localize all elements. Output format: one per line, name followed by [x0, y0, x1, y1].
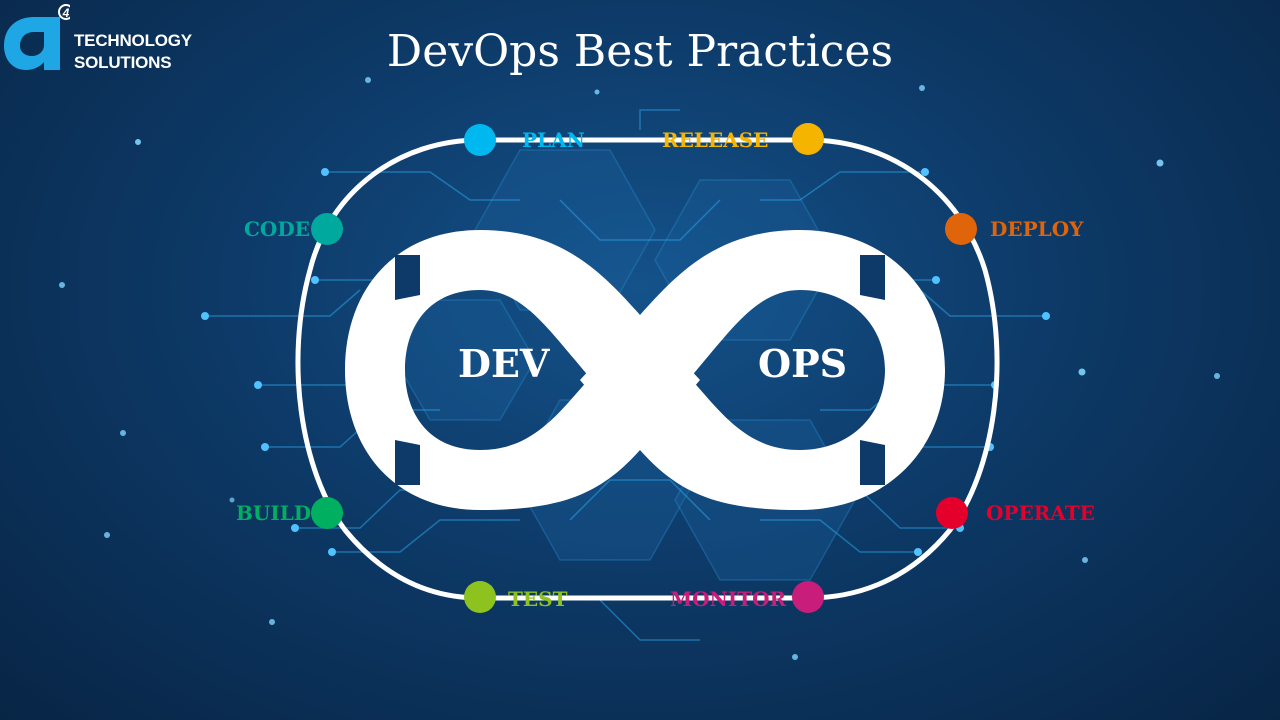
logo-mark-icon: 4 [4, 4, 70, 70]
operate-dot [936, 497, 968, 529]
ops-loop [580, 230, 945, 510]
stage-dots [311, 123, 977, 613]
logo-line-2: SOLUTIONS [74, 53, 172, 72]
deploy-dot [945, 213, 977, 245]
monitor-dot [792, 581, 824, 613]
stage-label-deploy: DEPLOY [990, 217, 1084, 241]
logo-badge: 4 [62, 6, 70, 20]
logo-line-1: TECHNOLOGY [74, 31, 192, 50]
dev-loop [345, 230, 700, 510]
plan-dot [464, 124, 496, 156]
stage-label-build: BUILD [236, 501, 312, 525]
stage-label-plan: PLAN [522, 128, 585, 152]
stage-label-release: RELEASE [662, 128, 769, 152]
ops-label: OPS [758, 341, 848, 386]
company-logo: 4 TECHNOLOGY SOLUTIONS [4, 4, 192, 74]
stage-label-operate: OPERATE [986, 501, 1095, 525]
page-title: DevOps Best Practices [386, 26, 894, 77]
build-dot [311, 497, 343, 529]
dev-label: DEV [458, 341, 550, 386]
stage-label-test: TEST [508, 587, 568, 611]
code-dot [311, 213, 343, 245]
infinity-symbol [345, 230, 945, 510]
outer-ring [295, 137, 1000, 601]
stage-label-monitor: MONITOR [670, 587, 787, 611]
release-dot [792, 123, 824, 155]
glow-dots [59, 77, 1220, 660]
test-dot [464, 581, 496, 613]
stage-label-code: CODE [244, 217, 310, 241]
